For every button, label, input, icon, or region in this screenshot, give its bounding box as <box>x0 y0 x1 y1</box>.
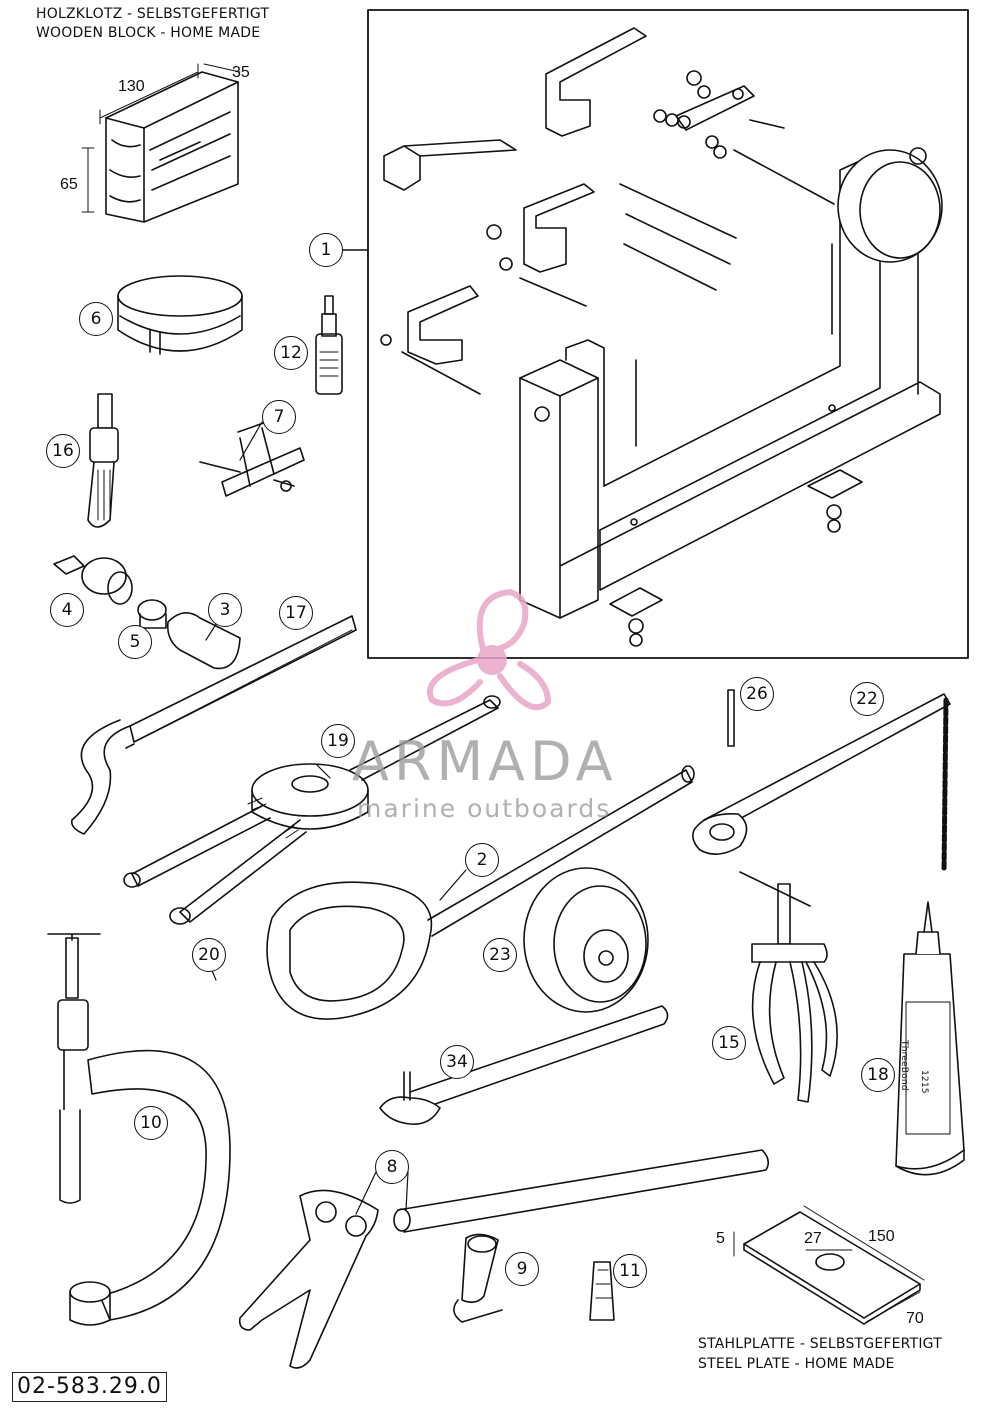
part-number-1: 1 <box>309 233 343 267</box>
part-number-17: 17 <box>279 596 313 630</box>
tube-18-drawing <box>895 901 965 1176</box>
watermark-subtitle: marine outboards <box>357 794 612 823</box>
tool-19-drawing <box>123 695 501 925</box>
part-number-26: 26 <box>740 677 774 711</box>
spanner-2-drawing <box>266 765 695 1020</box>
puller-16-drawing <box>87 393 119 528</box>
plate-thickness-dim: 5 <box>716 1230 725 1247</box>
tube-brand-label: ThreeBond <box>899 1040 909 1091</box>
tool-22-drawing <box>692 693 951 873</box>
ring-6-drawing <box>117 275 243 355</box>
wooden-block-title-de: HOLZKLOTZ - SELBSTGEFERTIGT <box>36 6 270 22</box>
part-number-22: 22 <box>850 682 884 716</box>
plate-width-dim: 70 <box>906 1310 924 1327</box>
part-number-9: 9 <box>505 1252 539 1286</box>
part-number-2: 2 <box>465 843 499 877</box>
part-number-23: 23 <box>483 938 517 972</box>
part-number-16: 16 <box>46 434 80 468</box>
part-number-20: 20 <box>192 938 226 972</box>
part-number-19: 19 <box>321 724 355 758</box>
wooden-block-drawing <box>81 63 241 223</box>
block-depth-dim: 35 <box>232 64 250 81</box>
tool-8-drawing <box>238 1149 770 1369</box>
part-number-4: 4 <box>50 593 84 627</box>
steel-plate-title-en: STEEL PLATE - HOME MADE <box>698 1356 895 1372</box>
assembly-1-drawing <box>380 27 943 647</box>
part-number-11: 11 <box>613 1254 647 1288</box>
wheel-23-drawing <box>523 867 649 1013</box>
tool-9-drawing <box>453 1233 503 1323</box>
tool-11-drawing <box>589 1261 615 1321</box>
steel-plate-drawing <box>733 1205 925 1325</box>
wooden-block-title-en: WOODEN BLOCK - HOME MADE <box>36 25 261 41</box>
assembly-frame <box>367 9 969 659</box>
part-number-15: 15 <box>712 1026 746 1060</box>
tool-7-drawing <box>199 417 305 497</box>
pin-26-drawing <box>727 689 735 747</box>
bottle-12-drawing <box>315 295 343 395</box>
clamp-10-drawing <box>47 933 231 1326</box>
puller-15-drawing <box>739 871 838 1103</box>
watermark-title: ARMADA <box>352 730 618 793</box>
parts-3-4-5-drawing <box>53 555 241 670</box>
tool-34-drawing <box>379 1005 669 1125</box>
fork-17-drawing <box>70 615 357 835</box>
block-height-dim: 65 <box>60 176 78 193</box>
part-number-5: 5 <box>118 625 152 659</box>
part-number-10: 10 <box>134 1106 168 1140</box>
steel-plate-title-de: STAHLPLATTE - SELBSTGEFERTIGT <box>698 1336 942 1352</box>
part-number-3: 3 <box>208 593 242 627</box>
tube-code-label: 1215 <box>919 1070 929 1094</box>
part-number-7: 7 <box>262 400 296 434</box>
part-number-6: 6 <box>79 302 113 336</box>
part-number-8: 8 <box>375 1150 409 1184</box>
block-length-dim: 130 <box>118 78 145 95</box>
document-number: 02-583.29.0 <box>12 1372 167 1402</box>
part-number-34: 34 <box>440 1045 474 1079</box>
part-number-18: 18 <box>861 1058 895 1092</box>
part-number-12: 12 <box>274 336 308 370</box>
plate-length-dim: 150 <box>868 1228 895 1245</box>
plate-hole-dim: 27 <box>804 1230 822 1247</box>
watermark-logo <box>427 589 551 711</box>
